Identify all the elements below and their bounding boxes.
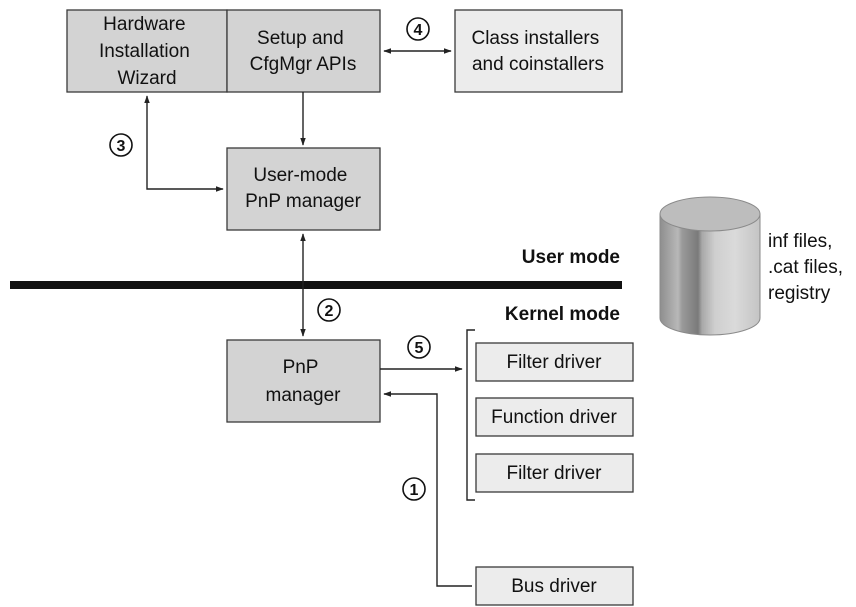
class-installers-line-1: Class installers: [471, 28, 599, 49]
step-1-label: 1: [410, 482, 419, 499]
setup-apis-line-2: CfgMgr APIs: [250, 54, 357, 75]
step-marker-3: 3: [109, 133, 133, 157]
hardware-installation-wizard-box: Hardware Installation Wizard: [66, 9, 228, 93]
database-line-2: .cat files,: [768, 257, 843, 278]
user-pnp-line-1: User-mode: [253, 165, 347, 186]
bus-driver-box: Bus driver: [475, 566, 634, 606]
step-marker-4: 4: [406, 17, 430, 41]
hardware-wizard-line-3: Wizard: [117, 68, 176, 89]
svg-text:Class installers and coi: Class installers and coinstallers: [471, 28, 604, 75]
class-installers-box: Class installers and coinstallers: [454, 9, 623, 93]
kernel-pnp-manager-box: PnP manager: [226, 339, 381, 423]
user-kernel-divider: [10, 281, 622, 289]
arrow-bus-driver-to-pnp: [383, 391, 472, 587]
setup-apis-line-1: Setup and: [257, 28, 344, 49]
step-4-label: 4: [414, 22, 423, 39]
step-5-label: 5: [415, 340, 424, 357]
bus-driver-label: Bus driver: [511, 576, 597, 597]
step-marker-2: 2: [317, 298, 341, 322]
filter-driver-top-box: Filter driver: [475, 342, 634, 382]
arrow-wizard-user-pnp: [144, 95, 224, 192]
kernel-mode-label: Kernel mode: [505, 304, 620, 325]
filter-driver-bottom-label: Filter driver: [506, 463, 602, 484]
svg-text:User-mode PnP manager: User-mode PnP manager: [245, 165, 362, 212]
step-marker-1: 1: [402, 477, 426, 501]
svg-text:Hardware Installation: Hardware Installation Wizard: [99, 14, 195, 89]
svg-text:Setup and CfgMgr APIs: Setup and CfgMgr APIs: [250, 28, 357, 75]
driver-stack-bracket: [466, 329, 475, 501]
function-driver-label: Function driver: [491, 407, 617, 428]
user-mode-label: User mode: [522, 247, 620, 268]
kernel-pnp-line-2: manager: [266, 385, 342, 406]
hardware-wizard-line-2: Installation: [99, 41, 190, 62]
svg-text:PnP manager: PnP manager: [266, 357, 342, 406]
function-driver-box: Function driver: [475, 397, 634, 437]
step-3-label: 3: [117, 138, 126, 155]
user-mode-pnp-manager-box: User-mode PnP manager: [226, 147, 381, 231]
filter-driver-top-label: Filter driver: [506, 352, 602, 373]
class-installers-line-2: and coinstallers: [472, 54, 604, 75]
database-line-3: registry: [768, 283, 831, 304]
step-2-label: 2: [325, 303, 334, 320]
database-label: inf files, .cat files, registry: [768, 231, 848, 304]
user-pnp-line-2: PnP manager: [245, 191, 362, 212]
hardware-wizard-line-1: Hardware: [103, 14, 185, 35]
step-marker-5: 5: [407, 335, 431, 359]
database-line-1: inf files,: [768, 231, 832, 252]
setup-cfgmgr-apis-box: Setup and CfgMgr APIs: [226, 9, 381, 93]
kernel-pnp-line-1: PnP: [283, 357, 319, 378]
filter-driver-bottom-box: Filter driver: [475, 453, 634, 493]
database-cylinder-icon: [659, 196, 761, 336]
